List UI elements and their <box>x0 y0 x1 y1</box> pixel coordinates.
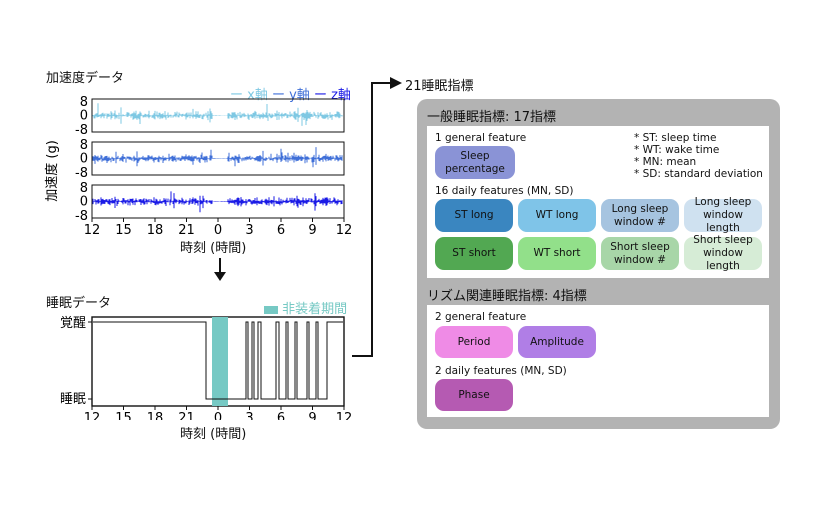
rhythm-header: リズム関連睡眠指標: 4指標 <box>427 289 587 304</box>
note-wt: * WT: wake time <box>634 144 720 156</box>
note-mn: * MN: mean <box>634 156 697 168</box>
note-st: * ST: sleep time <box>634 132 717 144</box>
x-tick-label: 12 <box>84 223 101 238</box>
x-tick-label: 21 <box>178 411 195 420</box>
short-window-length-pill: Short sleep window length <box>684 234 762 272</box>
accel-xlabel: 時刻 (時間) <box>180 241 247 256</box>
nonwear-swatch <box>264 305 278 314</box>
accel-ytick-label: -8 <box>75 123 88 138</box>
accel-trace-x <box>92 103 343 126</box>
arrow-down-icon <box>214 258 226 281</box>
period-pill: Period <box>435 326 513 358</box>
x-tick-label: 12 <box>336 223 353 238</box>
accel-trace-y <box>92 147 343 168</box>
rhythm-general-label: 2 general feature <box>435 311 527 323</box>
x-tick-label: 15 <box>115 411 132 420</box>
x-tick-label: 3 <box>245 411 253 420</box>
wt-short-pill: WT short <box>518 237 596 270</box>
x-tick-label: 12 <box>336 411 353 420</box>
wake-label: 覚醒 <box>60 316 86 331</box>
accel-ytick-label: 8 <box>80 181 88 196</box>
nonwear-legend: 非装着期間 <box>264 298 347 317</box>
accel-panel-frame <box>91 98 345 133</box>
daily-feature-label: 16 daily features (MN, SD) <box>435 185 574 197</box>
accel-trace-z <box>92 191 343 213</box>
accel-ytick-label: 8 <box>80 96 88 110</box>
st-short-pill: ST short <box>435 237 513 270</box>
x-tick-label: 18 <box>147 411 164 420</box>
x-tick-label: 12 <box>84 411 101 420</box>
x-tick-label: 6 <box>277 223 285 238</box>
x-tick-label: 0 <box>214 411 222 420</box>
nonwear-bar <box>212 317 228 406</box>
x-tick-label: 18 <box>147 223 164 238</box>
accel-ytick-label: -8 <box>75 166 88 181</box>
short-window-count-pill: Short sleep window # <box>601 237 679 270</box>
general-box: 1 general feature Sleep percentage * ST:… <box>427 126 769 278</box>
x-tick-label: 9 <box>308 223 316 238</box>
note-sd: * SD: standard deviation <box>634 168 763 180</box>
rhythm-box: 2 general feature Period Amplitude 2 dai… <box>427 305 769 417</box>
x-tick-label: 15 <box>115 223 132 238</box>
x-tick-label: 6 <box>277 411 285 420</box>
nonwear-label: 非装着期間 <box>282 302 348 317</box>
metrics-panel: 一般睡眠指標: 17指標 1 general feature Sleep per… <box>417 99 780 429</box>
accel-ytick-label: 8 <box>80 138 88 153</box>
amplitude-pill: Amplitude <box>518 326 596 358</box>
long-window-count-pill: Long sleep window # <box>601 199 679 232</box>
accel-ytick-label: -8 <box>75 209 88 224</box>
x-tick-label: 9 <box>308 411 316 420</box>
sleep-title: 睡眠データ <box>46 296 112 311</box>
accel-panel-frame <box>91 141 345 176</box>
metrics-title: 21睡眠指標 <box>405 79 474 94</box>
x-tick-label: 3 <box>245 223 253 238</box>
st-long-pill: ST long <box>435 199 513 232</box>
phase-pill: Phase <box>435 379 513 411</box>
sleep-label: 睡眠 <box>60 392 86 407</box>
wt-long-pill: WT long <box>518 199 596 232</box>
sleep-wake-trace <box>93 321 343 400</box>
accel-ytick-label: 0 <box>80 109 88 124</box>
long-window-length-pill: Long sleep window length <box>684 196 762 234</box>
sleep-chart: 覚醒 睡眠 12 15 18 21 0 3 6 9 12 <box>60 316 353 420</box>
sleep-xlabel: 時刻 (時間) <box>180 427 247 442</box>
accel-ylabel: 加速度 (g) <box>44 140 60 202</box>
connector-arrow-icon <box>352 77 402 357</box>
accel-ytick-label: 0 <box>80 195 88 210</box>
general-feature-label: 1 general feature <box>435 132 527 144</box>
general-header: 一般睡眠指標: 17指標 <box>427 110 557 125</box>
sleep-percentage-pill: Sleep percentage <box>435 146 515 179</box>
accel-ytick-label: 0 <box>80 152 88 167</box>
x-tick-label: 21 <box>178 223 195 238</box>
x-tick-label: 0 <box>214 223 222 238</box>
accel-title: 加速度データ <box>46 71 125 86</box>
rhythm-daily-label: 2 daily features (MN, SD) <box>435 365 567 377</box>
